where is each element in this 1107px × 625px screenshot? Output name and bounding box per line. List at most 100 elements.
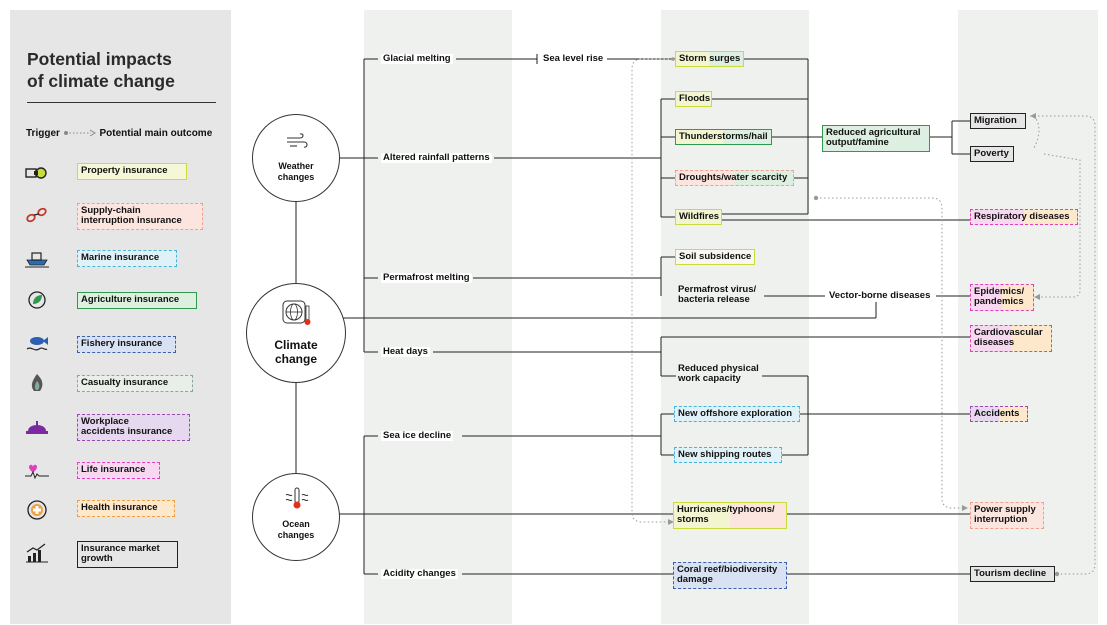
outcome-label: Tourism decline <box>974 568 1047 579</box>
legend-label-2: accidents insurance <box>81 426 173 437</box>
node-label-2: work capacity <box>678 373 741 384</box>
node-vector-borne-diseases: Vector-borne diseases <box>827 290 933 301</box>
node-label: Reduced physical <box>678 363 759 374</box>
node-label: Permafrost virus/ <box>678 284 757 295</box>
fish-icon <box>26 337 48 351</box>
legend-label: Supply-chain <box>81 205 141 216</box>
wind-icon <box>287 133 308 148</box>
node-sea-level-rise: Sea level rise <box>541 53 606 64</box>
outcome-label: Epidemics/ <box>974 286 1025 297</box>
node-label-2: bacteria release <box>678 294 750 305</box>
column-band-drivers <box>364 10 512 624</box>
heartbeat-icon <box>25 464 49 480</box>
legend-agriculture: Agriculture insurance <box>77 292 197 309</box>
legend-label: Fishery insurance <box>81 338 163 349</box>
property-icon <box>25 167 47 179</box>
ocean-thermometer-icon <box>285 487 309 509</box>
outcome-epidemics: Epidemics/pandemics <box>970 284 1034 311</box>
node-wildfires: Wildfires <box>675 209 722 225</box>
legend-label: Insurance market <box>81 543 160 554</box>
node-label: Storm surges <box>679 53 741 64</box>
legend-health: Health insurance <box>77 500 175 517</box>
driver-heat-days: Heat days <box>381 346 430 357</box>
node-thunderstorms-hail: Thunderstorms/hail <box>675 129 772 145</box>
outcome-label: Poverty <box>974 148 1009 159</box>
node-label: Floods <box>679 93 711 104</box>
node-label-2: storms <box>677 514 709 525</box>
outcome-label-2: diseases <box>974 337 1015 348</box>
outcome-label: Migration <box>974 115 1017 126</box>
title-line-1: Potential impacts <box>27 49 172 69</box>
outcome-label-2: interruption <box>974 514 1028 525</box>
growth-chart-icon <box>26 543 48 563</box>
node-label: New offshore exploration <box>678 408 793 419</box>
node-label: Droughts/water scarcity <box>679 172 788 183</box>
page-title: Potential impacts of climate change <box>27 48 175 92</box>
node-label: Hurricanes/typhoons/ <box>677 504 775 515</box>
legend-life: Life insurance <box>77 462 160 479</box>
outcome-label: Power supply <box>974 504 1036 515</box>
node-droughts: Droughts/water scarcity <box>675 170 794 186</box>
driver-acidity-changes: Acidity changes <box>381 568 458 579</box>
node-label: Thunderstorms/hail <box>679 131 768 142</box>
legend-fishery: Fishery insurance <box>77 336 176 353</box>
legend-label-2: growth <box>81 553 113 564</box>
legend-label: Health insurance <box>81 502 158 513</box>
legend-label: Casualty insurance <box>81 377 169 388</box>
outcome-label-2: pandemics <box>974 296 1024 307</box>
title-divider <box>27 102 216 103</box>
legend-label: Agriculture insurance <box>81 294 180 305</box>
node-storm-surges: Storm surges <box>675 51 744 67</box>
trigger-key-label: Trigger <box>26 128 60 139</box>
flame-icon <box>31 374 43 391</box>
outcome-key-label: Potential main outcome <box>99 128 213 139</box>
legend-label: Property insurance <box>81 165 168 176</box>
leaf-icon <box>28 291 46 309</box>
node-new-shipping-routes: New shipping routes <box>674 447 782 463</box>
driver-altered-rainfall: Altered rainfall patterns <box>381 152 492 163</box>
outcome-migration: Migration <box>970 113 1026 129</box>
title-line-2: of climate change <box>27 71 175 91</box>
outcome-tourism-decline: Tourism decline <box>970 566 1055 582</box>
node-hurricanes: Hurricanes/typhoons/storms <box>673 502 787 529</box>
node-label: New shipping routes <box>678 449 772 460</box>
trigger-key: Trigger Potential main outcome <box>26 128 212 139</box>
legend-panel: Potential impacts of climate change Trig… <box>10 10 231 624</box>
ocean-label-2: changes <box>277 530 315 540</box>
driver-glacial-melting: Glacial melting <box>381 53 453 64</box>
node-label: Reduced agricultural <box>826 127 921 138</box>
legend-label: Workplace <box>81 416 129 427</box>
climate-label-2: change <box>274 352 317 366</box>
node-label: Soil subsidence <box>679 251 752 262</box>
outcome-label: Cardiovascular <box>974 327 1043 338</box>
node-floods: Floods <box>675 91 712 107</box>
outcome-poverty: Poverty <box>970 146 1014 162</box>
dotted-arrow-icon <box>63 129 96 137</box>
outcome-accidents: Accidents <box>970 406 1028 422</box>
legend-label-2: interruption insurance <box>81 215 182 226</box>
legend-property: Property insurance <box>77 163 187 180</box>
node-new-offshore-exploration: New offshore exploration <box>674 406 800 422</box>
weather-label-2: changes <box>277 172 315 182</box>
driver-sea-ice-decline: Sea ice decline <box>381 430 454 441</box>
ocean-label-1: Ocean <box>282 519 310 529</box>
medical-cross-icon <box>27 500 47 520</box>
outcome-label: Accidents <box>974 408 1020 419</box>
node-permafrost-virus: Permafrost virus/bacteria release <box>678 285 756 305</box>
legend-casualty: Casualty insurance <box>77 375 193 392</box>
driver-permafrost-melting: Permafrost melting <box>381 272 472 283</box>
hardhat-icon <box>26 421 48 434</box>
chain-icon <box>26 207 47 223</box>
weather-label-1: Weather <box>278 161 314 171</box>
legend-marine: Marine insurance <box>77 250 177 267</box>
node-label-2: output/famine <box>826 137 889 148</box>
